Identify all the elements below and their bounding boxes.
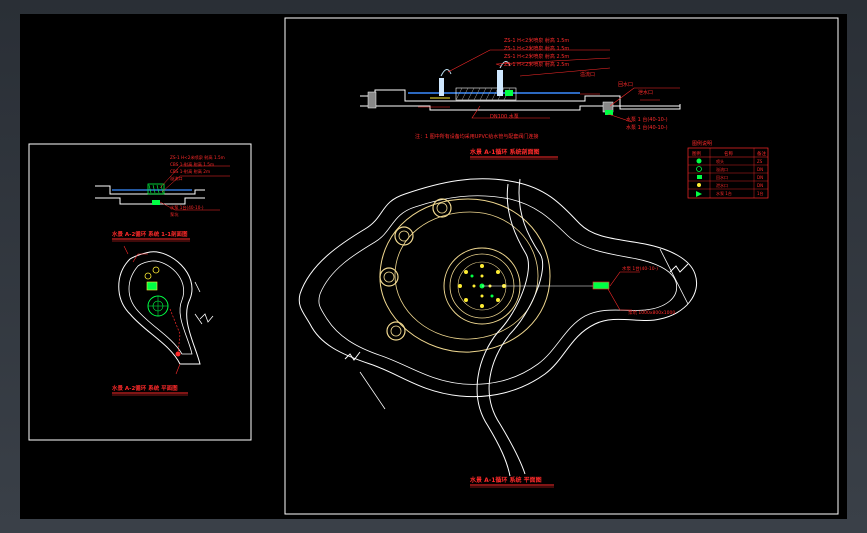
callout-4: ZS-1 H<2米喷泉 射高 2.5m <box>504 61 569 68</box>
cad-drawing: ZS-1 H<2米喷泉 射高 1.5m ZS-1 H<2米喷泉 射高 1.5m … <box>28 17 839 515</box>
legend-row-1-note: ZS <box>757 159 763 164</box>
return-symbol-icon <box>697 175 702 179</box>
legend-row-4-name: 泄水口 <box>716 182 728 188</box>
small-callout-6: 泵坑 <box>170 211 179 218</box>
large-sheet-border <box>284 17 839 515</box>
callout-8: DN100 水泵 <box>490 113 519 120</box>
legend-header-symbol: 图例 <box>692 150 701 157</box>
callout-1: ZS-1 H<2米喷泉 射高 1.5m <box>504 37 569 44</box>
legend-row-4-note: DN <box>757 183 763 188</box>
legend-header-note: 备注 <box>757 150 766 157</box>
callout-10: 水泵 1 台(40-10-) <box>626 124 668 131</box>
legend-row-5-name: 水泵 1台 <box>716 190 732 196</box>
plan-callout-pit: 泵坑 1000x800x1000 <box>628 309 675 316</box>
pump-pit <box>592 281 610 290</box>
small-callout-1: ZS-1 H<2米喷泉 射高 1.5m <box>170 154 225 161</box>
legend-title: 图例说明 <box>692 140 712 147</box>
nozzle-ring <box>458 264 506 308</box>
callout-9: 水泵 1 台(40-10-) <box>626 116 668 123</box>
large-section-title: 水景 A-1循环 系统剖面图 <box>470 148 540 156</box>
small-callout-4: 溢流口 <box>170 175 183 182</box>
section-note: 注：1 图中所有设备均采用UPVC给水管与配套阀门连接 <box>415 133 538 140</box>
legend-row-3-name: 回水口 <box>716 174 728 180</box>
large-section-drawing <box>360 49 681 123</box>
small-callout-5: 水泵 1台(40-10-) <box>170 204 204 211</box>
drain-symbol-icon <box>697 183 701 187</box>
callout-2: ZS-1 H<2米喷泉 射高 1.5m <box>504 45 569 52</box>
drawing-viewport[interactable]: ZS-1 H<2米喷泉 射高 1.5m ZS-1 H<2米喷泉 射高 1.5m … <box>20 14 847 519</box>
small-section-drawing <box>95 165 230 211</box>
legend-row-2-name: 溢流口 <box>716 166 728 172</box>
small-plan-title: 水景 A-2循环 系统 平面图 <box>112 384 178 392</box>
callout-7: 泄水口 <box>638 89 653 96</box>
legend-row-5-note: 1台 <box>757 190 764 196</box>
callout-3: ZS-1 H<2米喷泉 射高 2.5m <box>504 53 569 60</box>
plan-callout-pump: 水泵 1台(40-10-) <box>622 265 658 272</box>
large-section-callouts: ZS-1 H<2米喷泉 射高 1.5m ZS-1 H<2米喷泉 射高 1.5m … <box>415 37 668 140</box>
legend-row-2-note: DN <box>757 167 763 172</box>
legend-header-name: 名称 <box>724 150 733 157</box>
legend-table: 图例说明 图例 名称 备注 喷头 ZS 溢流口 DN <box>687 140 769 199</box>
pump-symbol-icon <box>696 191 702 197</box>
legend-row-1-name: 喷头 <box>716 158 724 164</box>
small-callout-3: CBS 1-射高 射高 2m <box>170 168 210 175</box>
legend-row-3-note: DN <box>757 175 763 180</box>
small-callout-2: CBS 1-射高 射高 1.5m <box>170 161 214 168</box>
small-plan-drawing <box>118 245 214 375</box>
small-section-title: 水景 A-2循环 系统 1-1剖面图 <box>112 230 188 238</box>
overflow-symbol-icon <box>696 166 702 172</box>
nozzle-symbol-icon <box>696 158 702 164</box>
small-sheet-border <box>28 143 252 441</box>
callout-5: 溢流口 <box>580 71 595 78</box>
callout-6: 回水口 <box>618 81 633 88</box>
large-plan-title: 水景 A-1循环 系统 平面图 <box>470 476 542 484</box>
large-plan-drawing <box>298 178 697 477</box>
